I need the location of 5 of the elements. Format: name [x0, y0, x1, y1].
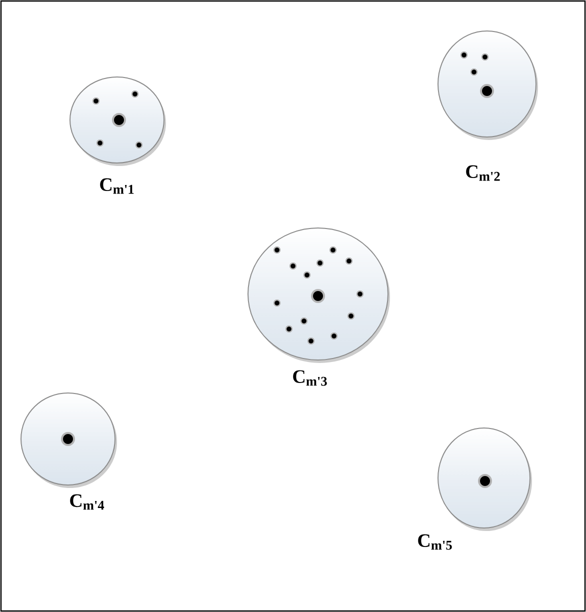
cluster-label: C$_{m'4}$: [70, 494, 104, 510]
cluster-label: C$_{m'5}$: [418, 534, 452, 550]
cluster-label: C$_{m'1}$: [100, 178, 134, 194]
cluster-label: C$_{m'2}$: [466, 165, 500, 181]
cluster-label: C$_{m'3}$: [293, 370, 327, 386]
